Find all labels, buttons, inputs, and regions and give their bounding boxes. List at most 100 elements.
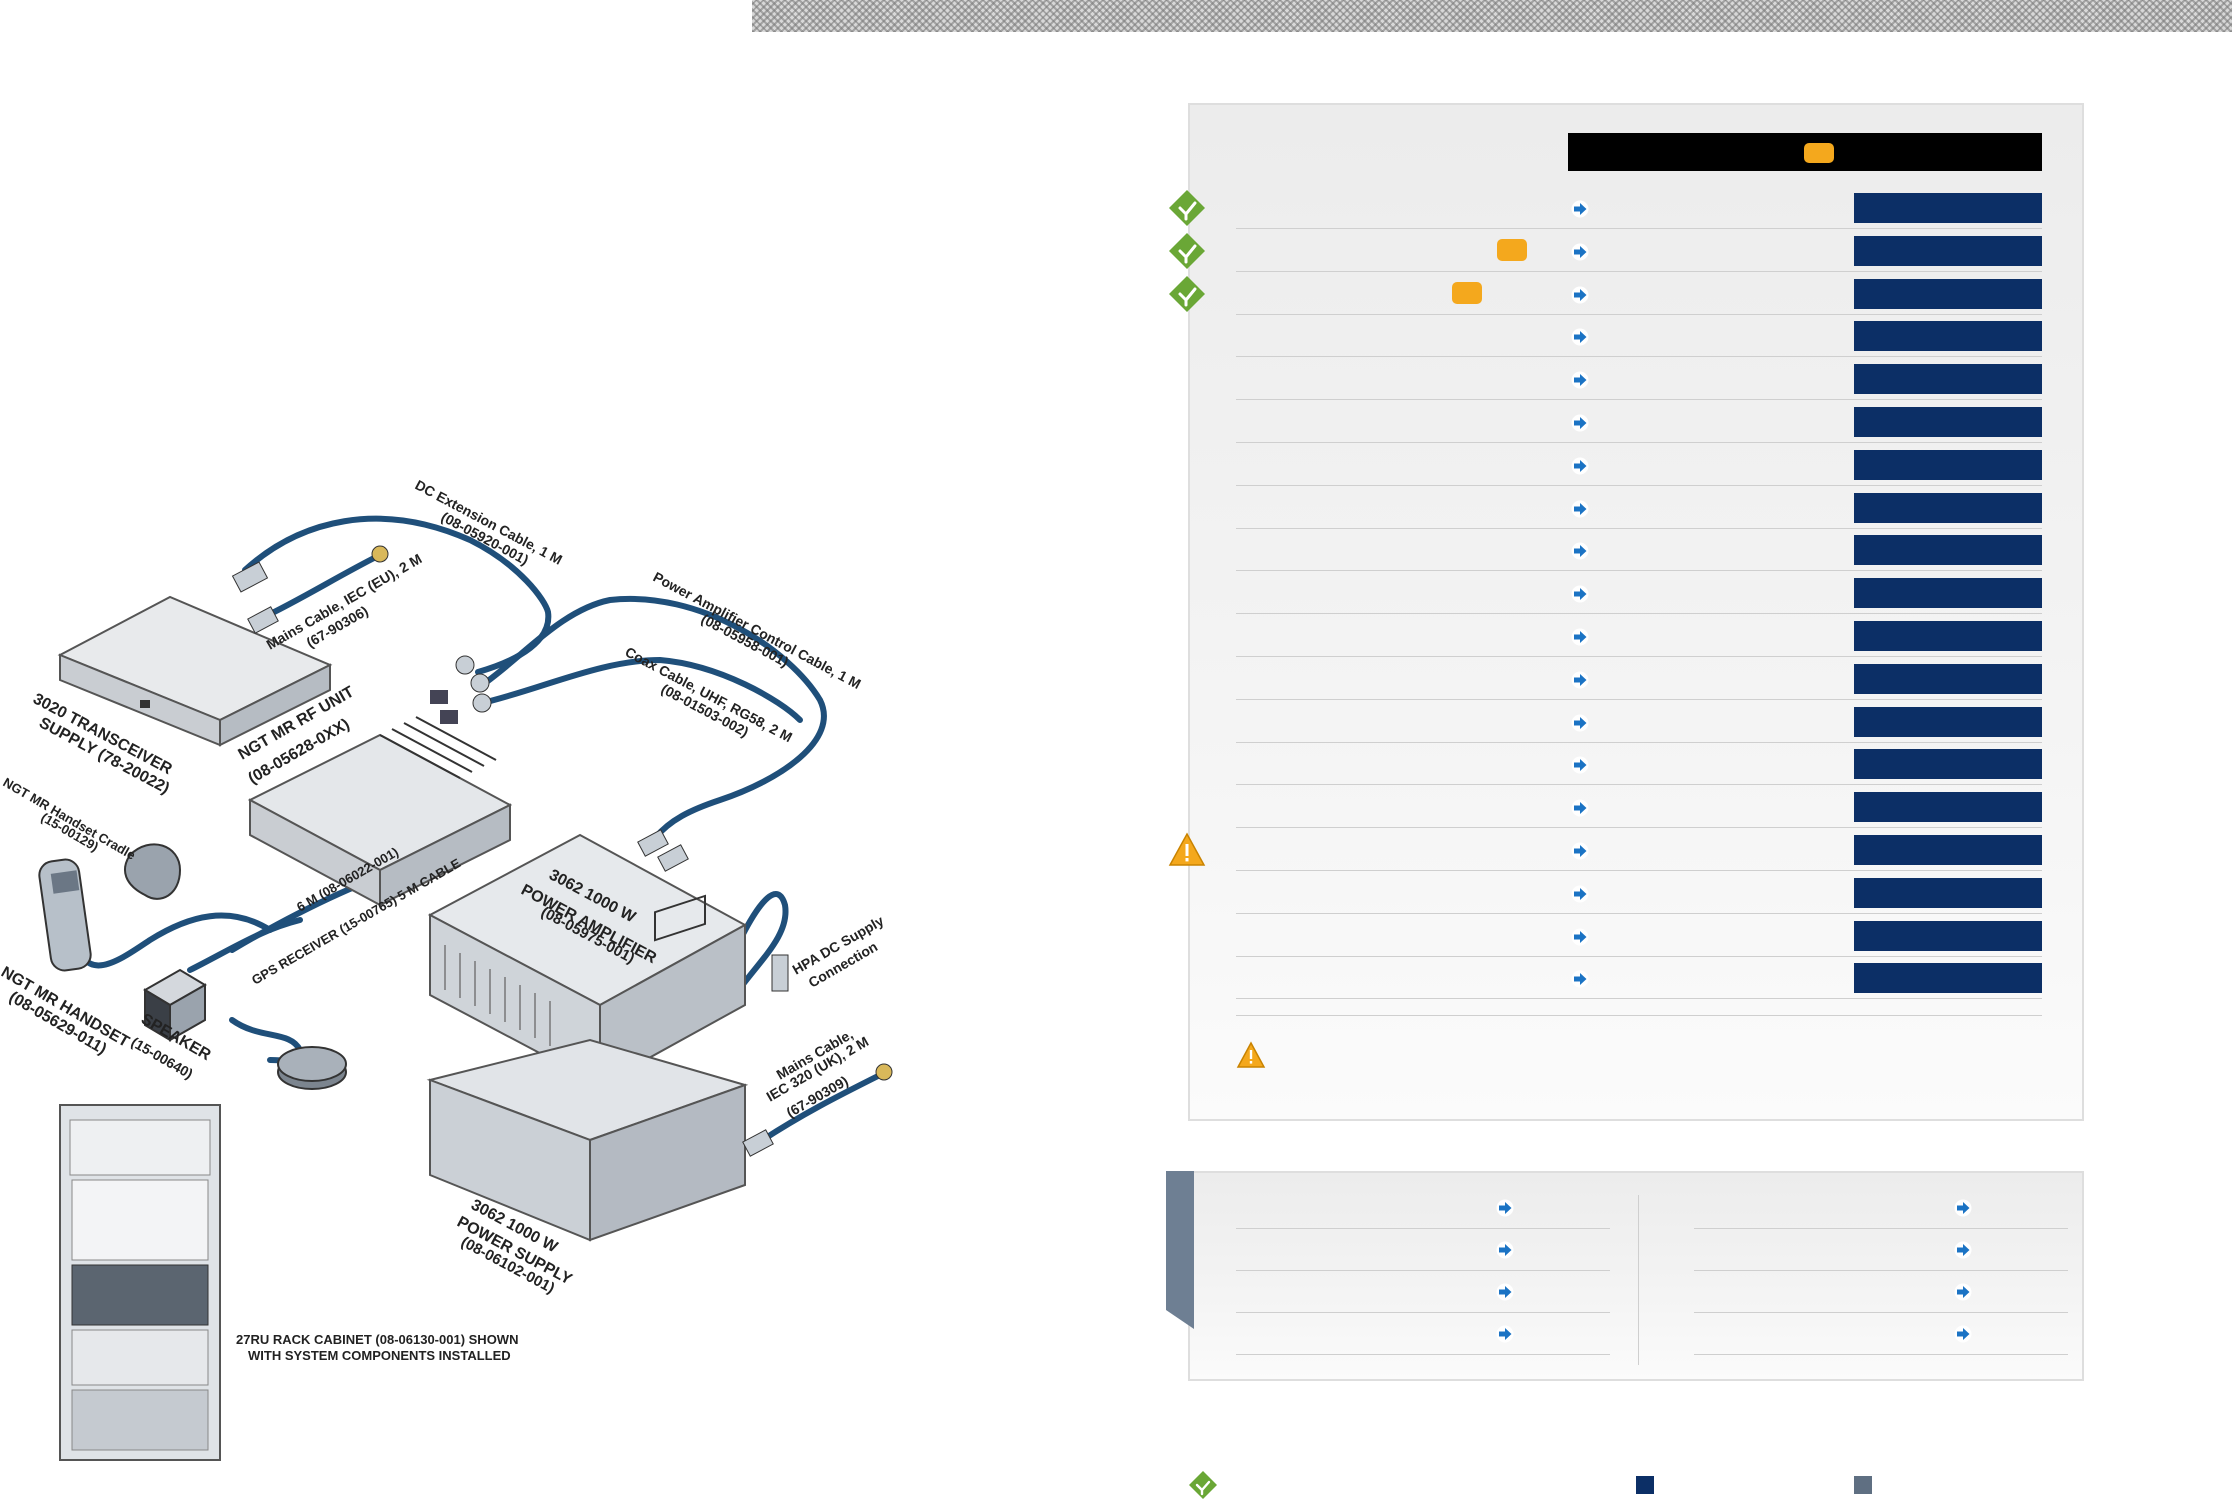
label-rack: 27RU RACK CABINET (08-06130-001) SHOWN xyxy=(236,1332,518,1347)
row-navy-bar xyxy=(1854,193,2042,223)
row-divider xyxy=(1236,570,2042,572)
arrow-right-icon xyxy=(1571,928,1589,946)
table-divider xyxy=(1236,1015,2042,1016)
rack-cabinet xyxy=(59,1104,221,1461)
green-diamond-check-icon xyxy=(1168,189,1206,227)
accessory-divider xyxy=(1236,1354,1610,1355)
row-divider xyxy=(1236,313,2042,315)
legend-item-check xyxy=(1188,1470,1218,1499)
row-navy-bar xyxy=(1854,278,2042,309)
arrow-right-icon xyxy=(1571,799,1589,817)
arrow-right-icon xyxy=(1571,286,1589,304)
arrow-right-icon xyxy=(1954,1283,1972,1301)
accessory-divider xyxy=(1236,1228,1610,1229)
table-row xyxy=(1236,915,2042,957)
table-row xyxy=(1236,615,2042,657)
accessory-divider xyxy=(1694,1354,2068,1355)
row-navy-bar xyxy=(1854,407,2042,437)
table-row xyxy=(1236,957,2042,1000)
row-divider xyxy=(1236,955,2042,957)
arrow-right-icon xyxy=(1496,1283,1514,1301)
green-diamond-check-icon xyxy=(1189,1471,1217,1499)
label-cradle: NGT MR Handset Cradle xyxy=(1,775,139,863)
transceiver-supply-unit xyxy=(57,595,333,747)
row-divider xyxy=(1236,741,2042,743)
table-row xyxy=(1169,273,2042,315)
row-navy-bar xyxy=(1854,706,2042,737)
row-navy-bar xyxy=(1854,235,2042,266)
row-navy-bar xyxy=(1854,535,2042,566)
table-header-bar xyxy=(1568,133,2042,171)
arrow-right-icon xyxy=(1571,585,1589,603)
ngt-rf-unit xyxy=(247,655,513,907)
row-navy-bar xyxy=(1854,364,2042,395)
arrow-right-icon xyxy=(1571,500,1589,518)
table-row xyxy=(1168,829,2042,871)
orange-badge xyxy=(1497,238,1527,261)
row-divider xyxy=(1236,228,2042,229)
cable-mains-eu xyxy=(259,553,381,621)
table-row xyxy=(1236,701,2042,743)
table-row xyxy=(1236,401,2042,443)
table-row xyxy=(1236,872,2042,914)
row-divider xyxy=(1236,998,2042,1000)
connector-hpa xyxy=(771,954,789,992)
accessories-side-tab xyxy=(1166,1171,1194,1329)
row-divider xyxy=(1236,527,2042,529)
row-divider xyxy=(1236,399,2042,401)
accessory-row xyxy=(1236,1229,1610,1271)
plug-mains-eu xyxy=(371,545,389,563)
row-divider xyxy=(1236,613,2042,615)
table-row xyxy=(1236,487,2042,529)
accessory-divider xyxy=(1236,1312,1610,1313)
accessory-row xyxy=(1236,1313,1610,1355)
arrow-right-icon xyxy=(1571,756,1589,774)
arrow-right-icon xyxy=(1571,414,1589,432)
legend-swatch-slate xyxy=(1854,1476,1872,1494)
arrow-right-icon xyxy=(1571,542,1589,560)
accessory-row xyxy=(1694,1229,2068,1271)
arrow-right-icon xyxy=(1954,1241,1972,1259)
row-divider xyxy=(1236,784,2042,786)
table-row xyxy=(1236,529,2042,572)
row-navy-bar xyxy=(1854,321,2042,352)
connector-mains-uk xyxy=(742,1129,774,1157)
accessories-panel xyxy=(1166,1171,2084,1381)
label-rack2: WITH SYSTEM COMPONENTS INSTALLED xyxy=(248,1348,511,1363)
row-navy-bar xyxy=(1854,621,2042,651)
accessory-row xyxy=(1236,1271,1610,1313)
warning-triangle-icon xyxy=(1168,831,1206,869)
arrow-right-icon xyxy=(1571,714,1589,732)
table-row xyxy=(1236,315,2042,358)
accessory-row xyxy=(1694,1313,2068,1355)
system-connection-diagram: DC Extension Cable, 1 M (08-05920-001) P… xyxy=(0,477,893,1461)
row-navy-bar xyxy=(1854,749,2042,780)
row-navy-bar xyxy=(1854,963,2042,994)
arrow-right-icon xyxy=(1571,200,1589,218)
arrow-right-icon xyxy=(1571,328,1589,346)
accessories-column-divider xyxy=(1638,1195,1639,1365)
row-navy-bar xyxy=(1854,492,2042,523)
cable-pa-control xyxy=(475,595,827,841)
row-divider xyxy=(1236,827,2042,829)
arrow-right-icon xyxy=(1954,1199,1972,1217)
header-orange-badge xyxy=(1804,143,1834,163)
table-row xyxy=(1169,187,2042,229)
row-divider xyxy=(1236,656,2042,657)
table-row xyxy=(1236,572,2042,615)
specifications-panel xyxy=(1168,103,2084,1121)
row-navy-bar xyxy=(1854,792,2042,823)
legend xyxy=(1188,1470,2088,1500)
arrow-right-icon xyxy=(1496,1241,1514,1259)
row-divider xyxy=(1236,484,2042,486)
row-navy-bar xyxy=(1854,877,2042,908)
connector-pa-ctrl xyxy=(657,844,689,872)
arrow-right-icon xyxy=(1571,970,1589,988)
plug-mains-uk xyxy=(875,1063,893,1081)
accessory-divider xyxy=(1694,1312,2068,1313)
label-mains-eu: Mains Cable, IEC (EU), 2 M xyxy=(264,550,425,652)
arrow-right-icon xyxy=(1571,371,1589,389)
power-supply-unit xyxy=(426,894,749,1242)
row-divider xyxy=(1236,698,2042,700)
green-diamond-check-icon xyxy=(1168,275,1206,313)
